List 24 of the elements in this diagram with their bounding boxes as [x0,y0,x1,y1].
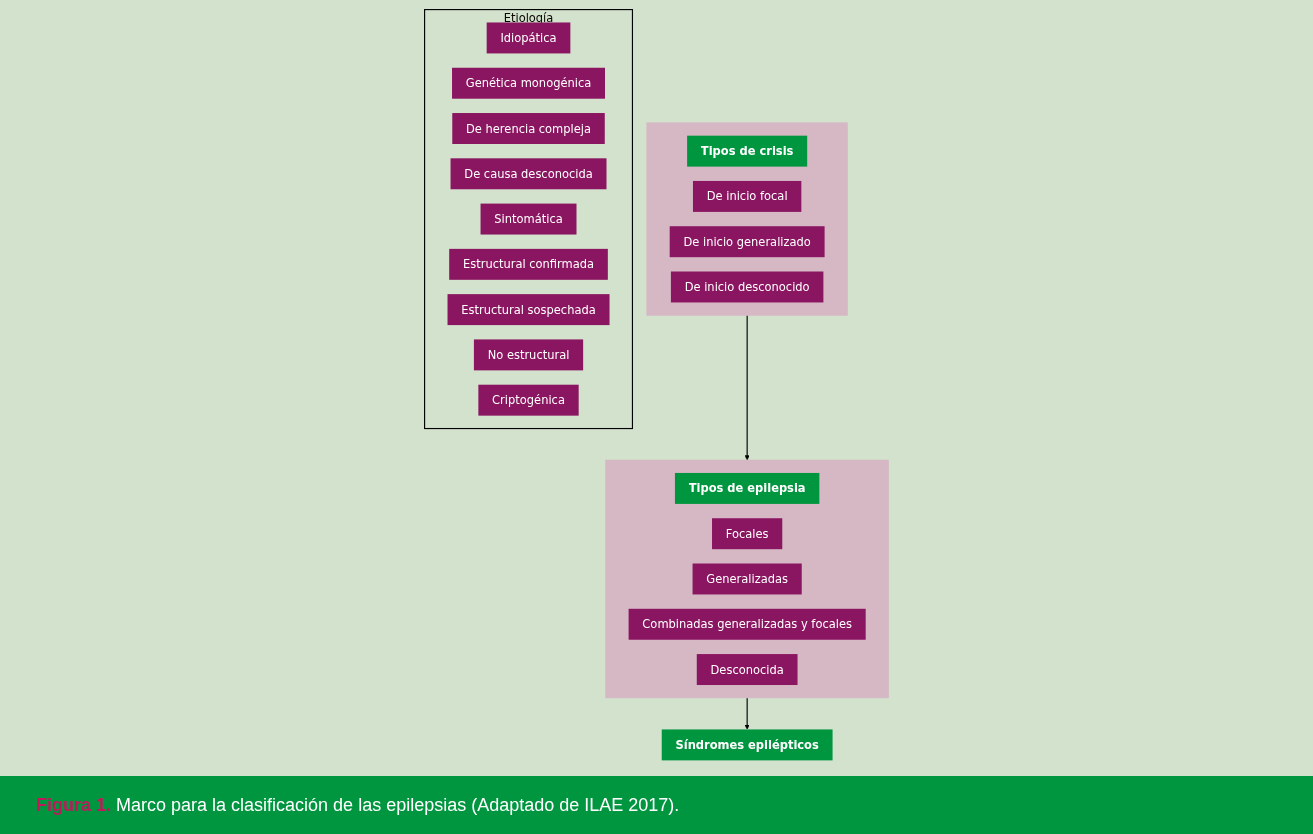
node-box: Sintomática [480,203,577,235]
node-box: Idiopática [486,22,571,54]
arrow [744,314,750,461]
node-box: Generalizadas [692,563,802,595]
node-box: No estructural [473,339,583,371]
figure-caption: Figura 1. Marco para la clasificación de las epilepsias (Adaptado de ILAE 2017). [36,794,680,816]
node-box: De herencia compleja [452,113,605,144]
cluster [605,459,889,699]
node-box: Desconocida [696,654,798,686]
node-box: Estructural sospechada [447,294,610,326]
node-box: De inicio generalizado [669,226,825,258]
node-box: Tipos de crisis [687,135,808,167]
arrow [744,697,750,730]
cluster [646,122,848,316]
node-box: Genética monogénica [451,67,605,99]
node-box: De inicio focal [692,180,802,212]
node-box: Tipos de epilepsia [674,473,820,504]
node-box: Criptogénica [478,384,579,416]
node-box: Focales [711,518,783,550]
node-box: Combinadas generalizadas y focales [628,608,866,640]
node-box: De causa desconocida [450,158,607,190]
node-box: De inicio desconocido [670,271,824,303]
node-box: Estructural confirmada [449,248,608,280]
node-box: Síndromes epilépticos [661,729,833,761]
